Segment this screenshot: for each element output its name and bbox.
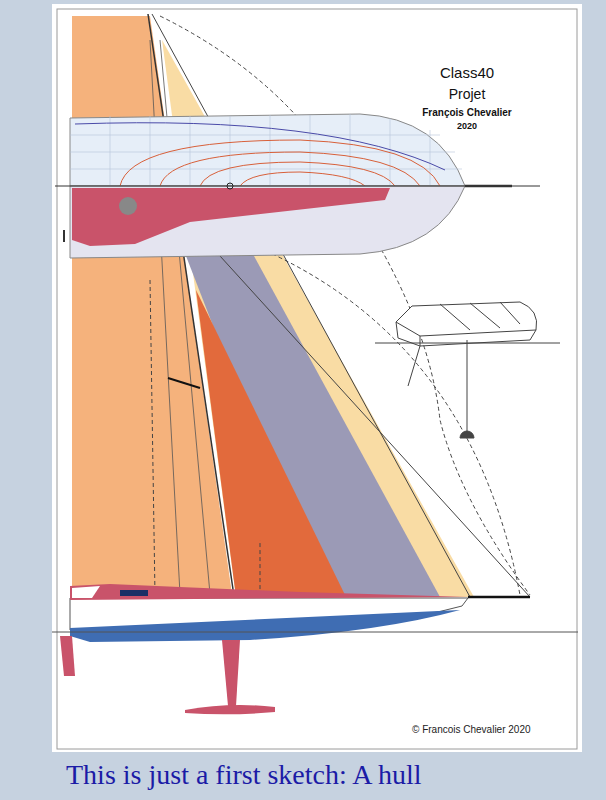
perspective-sketch — [375, 302, 560, 438]
bowsprit — [465, 185, 512, 188]
keel-fin — [222, 640, 240, 706]
hull-grid — [70, 114, 462, 186]
cockpit — [72, 188, 390, 246]
keel-bulb — [185, 705, 275, 714]
hull-plan-upper — [70, 114, 465, 186]
code-zero-outline — [240, 240, 520, 595]
deckhouse — [70, 584, 468, 600]
centerline — [55, 186, 540, 187]
title: Class40 — [400, 64, 534, 81]
hatch — [119, 197, 137, 215]
genoa — [186, 256, 440, 597]
subtitle: Projet — [400, 86, 534, 102]
hull-contours — [75, 123, 445, 186]
hull-plan-lower — [70, 186, 465, 258]
page-border — [57, 9, 577, 749]
bowsprit — [468, 596, 530, 599]
page — [52, 4, 582, 752]
designer-name: François Chevalier — [400, 107, 534, 118]
waterline — [52, 632, 578, 633]
jib — [196, 290, 346, 597]
hull-bottom — [70, 610, 460, 642]
mast — [148, 14, 234, 596]
reef-line — [232, 540, 260, 596]
reef-line — [150, 280, 155, 595]
rudder-head — [63, 230, 65, 242]
year: 2020 — [400, 121, 534, 131]
caption: This is just a first sketch: A hull — [66, 759, 602, 791]
window — [120, 590, 148, 596]
transom-cut — [72, 586, 100, 598]
spreader — [168, 378, 200, 388]
rudder — [60, 636, 75, 676]
copyright: © Francois Chevalier 2020 — [412, 724, 572, 735]
